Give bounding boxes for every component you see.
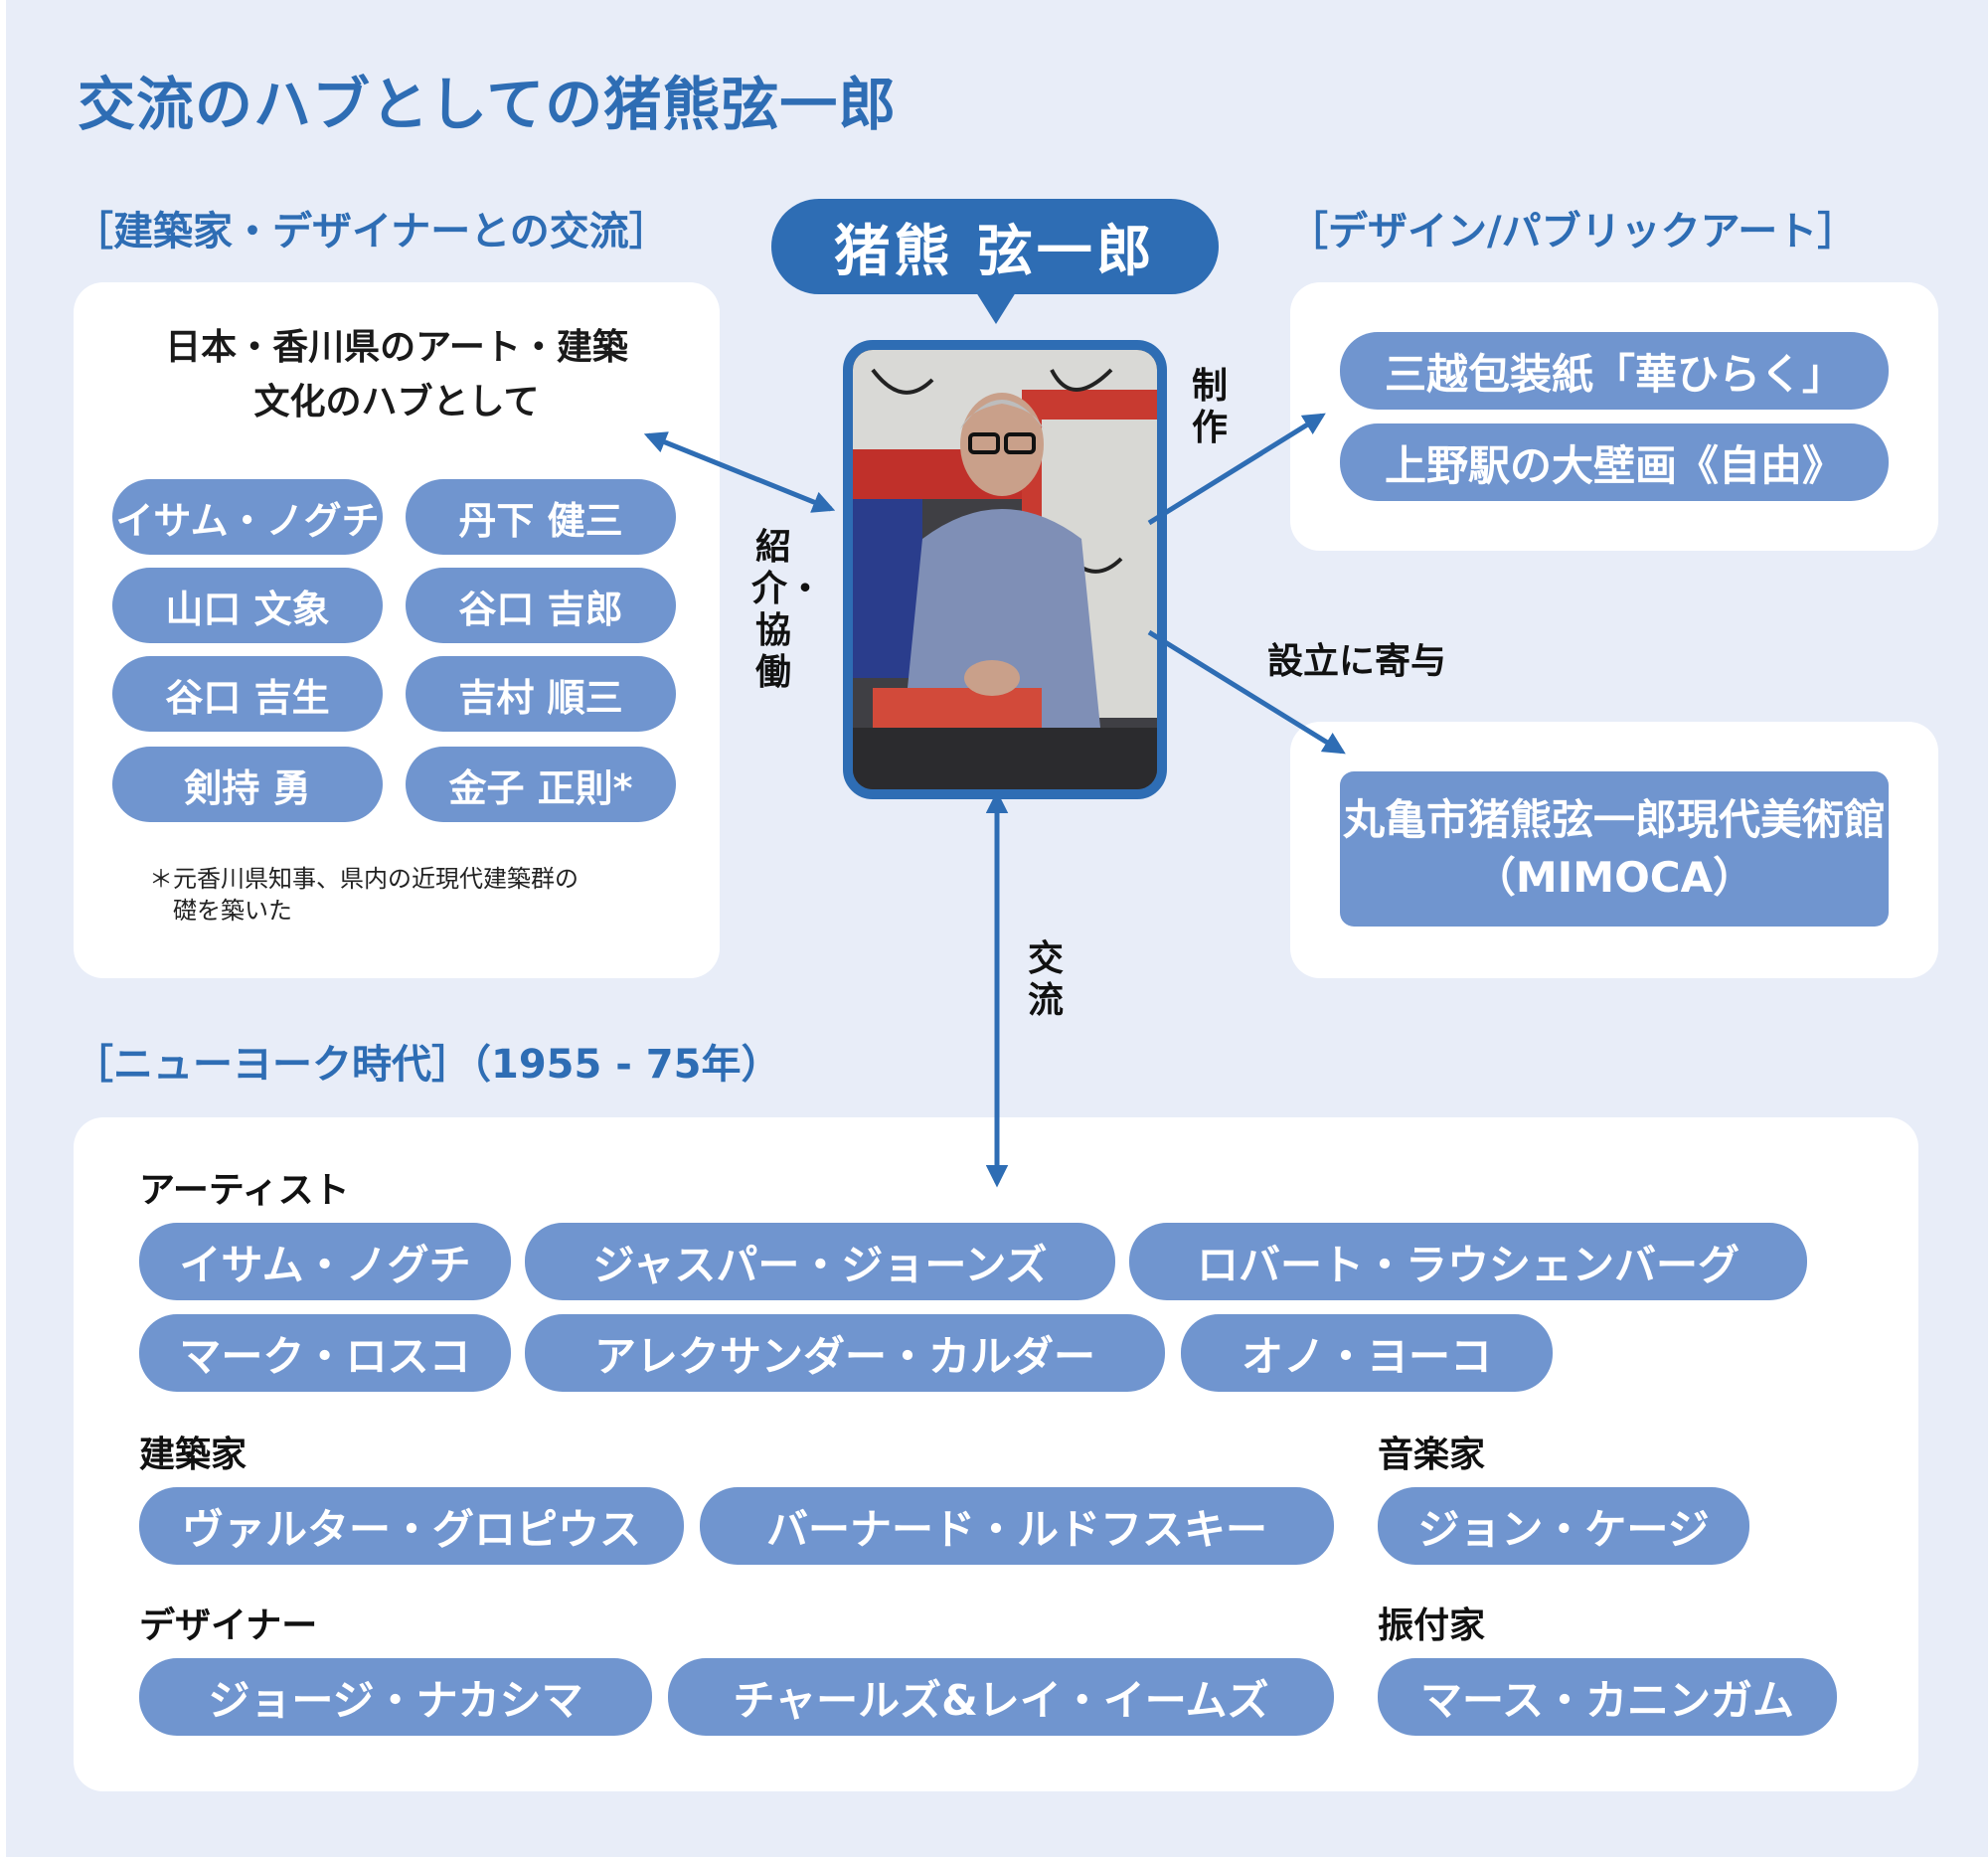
artist-pill: アレクサンダー・カルダー: [525, 1314, 1165, 1392]
badge-pointer: [976, 292, 1016, 324]
footnote-line1: ＊元香川県知事、県内の近現代建築群の: [149, 865, 579, 893]
architects-intro-line1: 日本・香川県のアート・建築: [165, 327, 628, 368]
category-label-architects: 建築家: [139, 1435, 248, 1475]
artist-pill: オノ・ヨーコ: [1181, 1314, 1553, 1392]
name-pill: 山口 文象: [112, 568, 383, 643]
page-title: 交流のハブとしての猪熊弦一郎: [78, 71, 898, 138]
relation-label-create: 制作: [1191, 366, 1228, 448]
designer-pill: ジョージ・ナカシマ: [139, 1658, 652, 1736]
name-pill: 金子 正則*: [406, 747, 676, 822]
design-work-pill: 三越包装紙「華ひらく」: [1340, 332, 1889, 410]
category-label-musicians: 音楽家: [1378, 1435, 1486, 1475]
name-pill: 丹下 健三: [406, 479, 676, 555]
architect-pill: ヴァルター・グロピウス: [139, 1487, 684, 1565]
relation-label-found: 設立に寄与: [1267, 641, 1447, 682]
design-work-pill: 上野駅の大壁画《自由》: [1340, 423, 1889, 501]
artist-pill: イサム・ノグチ: [139, 1223, 511, 1300]
museum-pill: 丸亀市猪熊弦一郎現代美術館 （MIMOCA）: [1340, 771, 1889, 927]
central-name-badge: 猪熊 弦一郎: [771, 199, 1219, 294]
artist-pill: ロバート・ラウシェンバーグ: [1129, 1223, 1807, 1300]
museum-name: 丸亀市猪熊弦一郎現代美術館: [1342, 795, 1886, 844]
arrow-intro: [643, 431, 836, 513]
artist-pill: マーク・ロスコ: [139, 1314, 511, 1392]
museum-abbr: （MIMOCA）: [1473, 853, 1755, 902]
name-pill: 谷口 吉生: [112, 656, 383, 732]
portrait-illustration: [853, 350, 1157, 789]
artist-pill: ジャスパー・ジョーンズ: [525, 1223, 1115, 1300]
name-pill: 剣持 勇: [112, 747, 383, 822]
section-heading-architects: ［建築家・デザイナーとの交流］: [74, 209, 669, 254]
design-card: [1290, 282, 1938, 551]
category-label-choreographers: 振付家: [1378, 1605, 1486, 1646]
footnote-line2: 礎を築いた: [173, 897, 292, 925]
footnote: ＊元香川県知事、県内の近現代建築群の 礎を築いた: [149, 863, 579, 927]
category-label-artists: アーティスト: [139, 1170, 350, 1211]
choreographer-pill: マース・カニンガム: [1378, 1658, 1837, 1736]
musician-pill: ジョン・ケージ: [1378, 1487, 1749, 1565]
name-pill: イサム・ノグチ: [112, 479, 383, 555]
name-pill: 吉村 順三: [406, 656, 676, 732]
arrow-create: [1147, 413, 1326, 526]
arrow-found: [1147, 629, 1346, 755]
architects-intro: 日本・香川県のアート・建築 文化のハブとして: [74, 320, 720, 429]
designer-pill: チャールズ&レイ・イームズ: [668, 1658, 1334, 1736]
section-heading-newyork: ［ニューヨーク時代］（1955 - 75年）: [74, 1042, 781, 1088]
section-heading-design: ［デザイン/パブリックアート］: [1288, 209, 1858, 254]
portrait-photo: [843, 340, 1167, 799]
architects-intro-line2: 文化のハブとして: [253, 382, 540, 422]
name-pill: 谷口 吉郎: [406, 568, 676, 643]
category-label-designers: デザイナー: [139, 1605, 318, 1646]
architect-pill: バーナード・ルドフスキー: [700, 1487, 1334, 1565]
relation-label-exchange: 交流: [1027, 938, 1064, 1021]
